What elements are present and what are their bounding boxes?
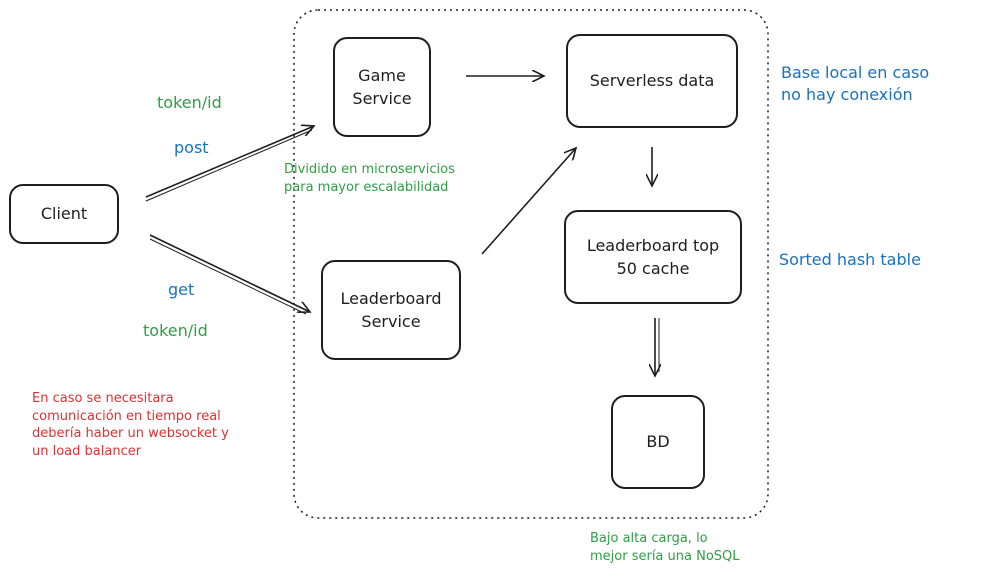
token-id-label-bottom: token/id [143,321,208,340]
post-label: post [174,138,209,157]
realtime-note: En caso se necesitara comunicación en ti… [32,391,229,459]
sorted-hash-note: Sorted hash table [779,250,921,269]
arrow-leaderboard-to-serverless [481,148,576,255]
serverless-data-node: Serverless data [566,34,738,128]
leaderboard-service-node: Leaderboard Service [321,260,461,360]
get-label: get [168,280,195,299]
bd-node: BD [611,395,705,489]
game-service-node: Game Service [333,37,431,137]
arrow-client-to-leaderboard-service [149,234,310,312]
leaderboard-cache-node: Leaderboard top 50 cache [564,210,742,304]
client-node: Client [9,184,119,244]
base-local-note: Base local en caso no hay conexión [781,63,930,104]
arrow-client-to-game-service [145,126,314,198]
nosql-note: Bajo alta carga, lo mejor sería una NoSQ… [590,531,740,564]
microservices-note: Dividido en microservicios para mayor es… [284,162,455,195]
token-id-label-top: token/id [157,93,222,112]
